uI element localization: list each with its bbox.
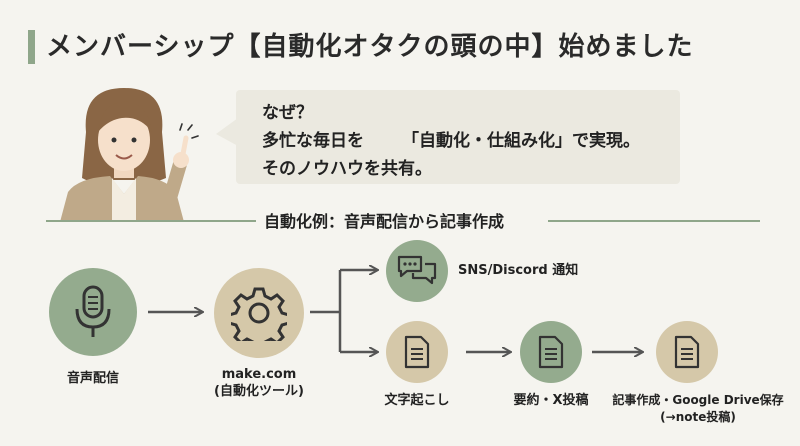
notify-node (386, 240, 448, 302)
title-accent-bar (28, 30, 35, 64)
make-label: make.com (自動化ツール) (199, 366, 319, 400)
voice-label: 音声配信 (66, 371, 119, 386)
summary-node (520, 321, 582, 383)
transcribe-node (386, 321, 448, 383)
article-label-main: 記事作成・Google Drive保存 (612, 393, 784, 407)
article-node (656, 321, 718, 383)
presenter-illustration (60, 88, 199, 222)
document-icon (674, 335, 700, 369)
make-node (214, 268, 304, 358)
document-icon (404, 335, 430, 369)
article-label-sub: (→note投稿) (660, 410, 736, 424)
page-title: メンバーシップ【自動化オタクの頭の中】始めました (46, 32, 694, 62)
section-divider-left (46, 220, 256, 222)
chat-bubbles-icon (397, 255, 437, 285)
microphone-icon (75, 285, 111, 337)
bubble-line-share: そのノウハウを共有。 (262, 159, 432, 179)
transcribe-label: 文字起こし (384, 393, 450, 408)
summary-label: 要約・X投稿 (513, 393, 589, 408)
notify-label: SNS/Discord 通知 (458, 263, 579, 278)
gear-icon (231, 287, 287, 341)
article-label: 記事作成・Google Drive保存 (→note投稿) (600, 392, 796, 426)
section-divider-right (548, 220, 760, 222)
make-label-desc: (自動化ツール) (214, 384, 304, 399)
bubble-line-why: なぜ？ (262, 103, 313, 123)
section-heading: 自動化例：音声配信から記事作成 (258, 208, 511, 232)
bubble-tail (216, 118, 238, 146)
speech-bubble: なぜ？ 多忙な毎日を 「自動化・仕組み化」で実現。 そのノウハウを共有。 (236, 90, 680, 184)
voice-node (49, 268, 137, 356)
bubble-line-automation: 「自動化・仕組み化」で実現。 (402, 131, 640, 151)
document-icon (538, 335, 564, 369)
make-label-name: make.com (221, 367, 297, 382)
bubble-line-busy: 多忙な毎日を (262, 131, 364, 151)
